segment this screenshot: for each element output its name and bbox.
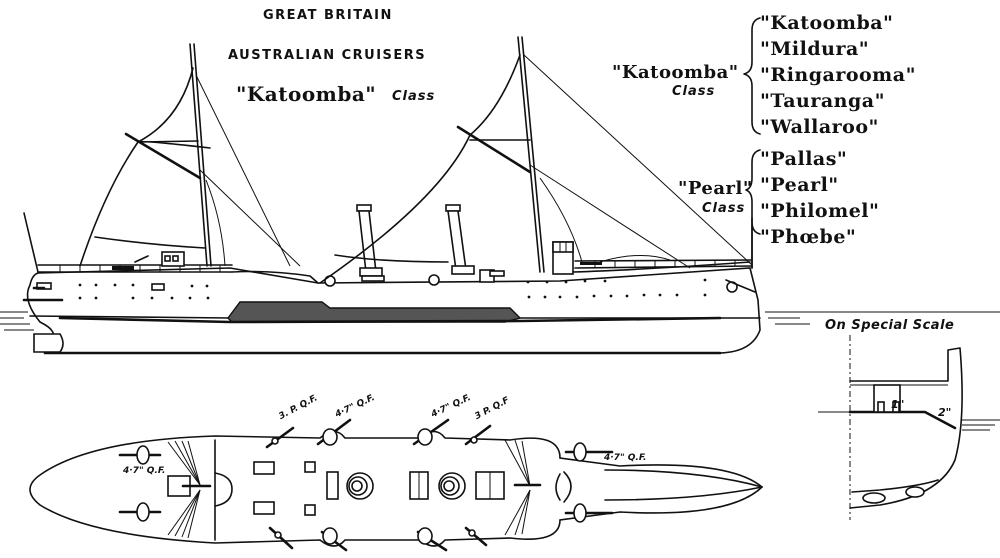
portholes [78, 278, 707, 300]
ship-name: "Ringarooma" [760, 64, 916, 86]
subtitle: AUSTRALIAN CRUISERS [228, 48, 427, 63]
rudder [33, 333, 64, 353]
slope-armour-label: 2" [938, 406, 952, 419]
midship-section [818, 335, 1000, 520]
class-title: "Katoomba" [236, 82, 377, 106]
katoomba-class-word: Class [672, 84, 716, 99]
special-scale-label: On Special Scale [825, 318, 955, 333]
pearl-class-label: "Pearl" [678, 178, 753, 199]
ship-name: "Katoomba" [760, 12, 894, 34]
broadside-guns-port [265, 418, 492, 449]
gun-label-aft: 4·7" Q.F. [123, 466, 166, 476]
class-brackets [743, 17, 761, 269]
aft-gun-port [118, 445, 162, 465]
class-title-word: Class [392, 89, 436, 104]
ship-name: "Pallas" [760, 148, 848, 170]
funnel-plan-aft [346, 472, 374, 500]
section-waterline [962, 419, 1000, 431]
ship-name: "Pearl" [760, 174, 839, 196]
mainmast [79, 43, 301, 267]
ensign-staff [23, 212, 39, 273]
waterline-right [765, 311, 1000, 325]
fore-gun-starboard [564, 503, 614, 523]
pearl-class-word: Class [702, 201, 746, 216]
ship-name: "Philomel" [760, 200, 880, 222]
aft-rigging [167, 440, 201, 539]
fwd-rigging [504, 439, 531, 536]
aft-gun-starboard [118, 502, 162, 522]
deck-plan [29, 418, 764, 552]
katoomba-class-label: "Katoomba" [612, 62, 739, 83]
side-elevation [0, 36, 1000, 355]
fore-gun-port [564, 442, 614, 462]
country-title: GREAT BRITAIN [263, 8, 393, 23]
ship-name: "Mildura" [760, 38, 870, 60]
ship-name: "Phœbe" [760, 226, 857, 248]
funnel-plan-fwd [438, 472, 466, 500]
deck-armour-label: 1" [891, 398, 905, 411]
gun-label-fore: 4·7" Q.F. [604, 453, 647, 463]
foremast [319, 36, 753, 284]
funnel-aft [356, 204, 385, 282]
broadside-guns-starboard [268, 526, 488, 552]
ship-name: "Tauranga" [760, 90, 885, 112]
funnel-fwd [445, 204, 475, 275]
ship-name: "Wallaroo" [760, 116, 879, 138]
waterline-left [0, 311, 34, 331]
